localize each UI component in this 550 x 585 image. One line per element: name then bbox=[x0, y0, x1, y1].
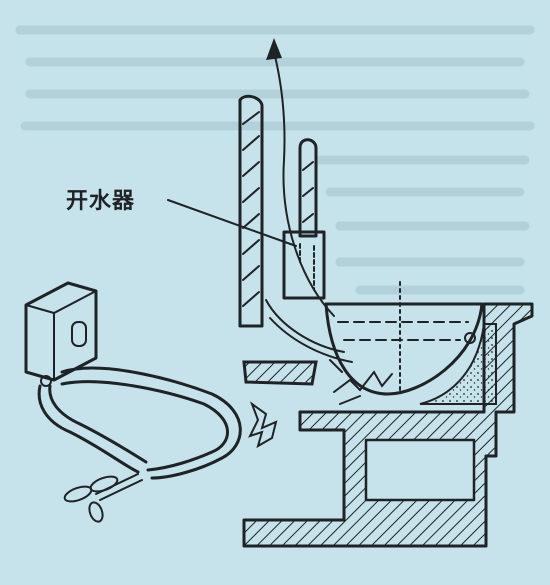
label-leader-line bbox=[167, 199, 297, 247]
grate-bar bbox=[242, 360, 318, 386]
heat-flame bbox=[329, 359, 393, 405]
left-baffle bbox=[238, 94, 264, 328]
flue-channel bbox=[265, 299, 353, 363]
water-boiler bbox=[282, 230, 326, 300]
wok bbox=[324, 281, 484, 396]
gas-valve bbox=[63, 473, 143, 523]
stove-body bbox=[242, 302, 534, 548]
flame bbox=[248, 401, 278, 449]
gas-hose bbox=[37, 366, 242, 480]
water-boiler-label: 开水器 bbox=[66, 189, 136, 214]
exhaust-flow-arrow bbox=[266, 38, 335, 317]
page-background-texture bbox=[15, 25, 535, 295]
right-baffle bbox=[298, 138, 318, 238]
heater-box bbox=[24, 281, 98, 387]
